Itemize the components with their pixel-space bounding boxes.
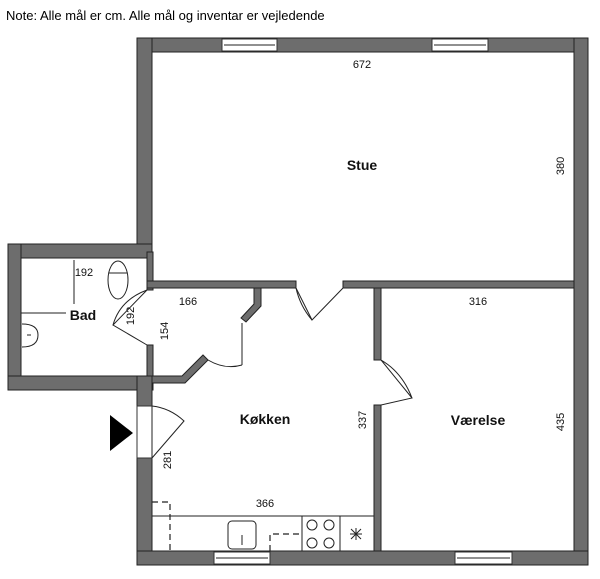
walls <box>7 37 589 566</box>
room-label-bad: Bad <box>70 307 96 323</box>
bad-depth: 192 <box>125 307 137 325</box>
windows <box>213 38 513 565</box>
sink-icon <box>21 323 39 348</box>
entre-depth: 154 <box>159 322 171 340</box>
entrance-arrow-icon <box>110 415 133 451</box>
stove-icon <box>301 515 341 552</box>
vaerelse-width: 316 <box>469 296 487 308</box>
stue-door[interactable] <box>295 287 344 321</box>
labels: Stue 672 380 Bad 192 192 166 154 Køkken … <box>70 59 567 510</box>
plan-note: Note: Alle mål er cm. Alle mål og invent… <box>6 8 325 23</box>
toilet-icon <box>107 260 129 300</box>
entre-width: 166 <box>179 296 197 308</box>
kokken-side: 281 <box>162 451 174 469</box>
appliance-outline <box>269 533 302 551</box>
room-label-kokken: Køkken <box>240 411 291 427</box>
room-label-vaerelse: Værelse <box>451 412 506 428</box>
doors <box>112 287 413 459</box>
entrance-door[interactable] <box>151 405 185 459</box>
kokken-width: 366 <box>256 498 274 510</box>
vaerelse-depth: 435 <box>555 413 567 431</box>
bad-width: 192 <box>75 267 93 279</box>
light-icon <box>350 528 362 540</box>
kokken-door[interactable] <box>207 323 243 368</box>
bad-door[interactable] <box>112 289 148 346</box>
kitchen-sink-icon <box>227 520 257 550</box>
room-label-stue: Stue <box>347 157 378 173</box>
appliance-outline <box>152 501 171 551</box>
stue-width: 672 <box>353 59 371 71</box>
stue-depth: 380 <box>555 157 567 175</box>
fixtures <box>21 260 374 552</box>
kokken-depth: 337 <box>357 411 369 429</box>
vaerelse-door[interactable] <box>380 359 413 406</box>
entrance-door-frame <box>136 405 153 459</box>
